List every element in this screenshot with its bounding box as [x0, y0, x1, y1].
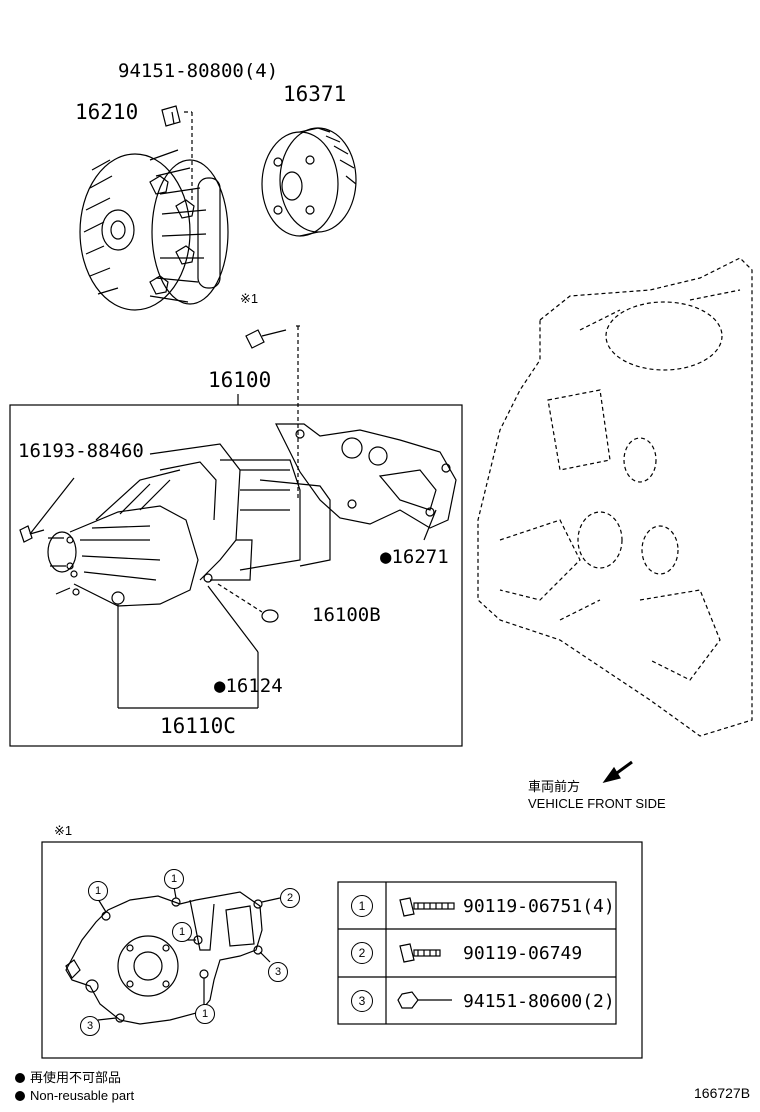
callout-3-left: 3 — [80, 1016, 100, 1036]
pump-bolt-drawing — [19, 477, 75, 543]
table-row: 1 90119-06751(4) — [338, 882, 616, 929]
detail-box — [41, 841, 643, 1059]
direction-english: VEHICLE FRONT SIDE — [528, 796, 666, 811]
bolt-icon-long — [399, 897, 455, 917]
callout-2: 2 — [280, 888, 300, 908]
detail-mark: ※1 — [54, 823, 73, 838]
table-row-number: 2 — [351, 941, 373, 964]
label-pump-sub: 16110C — [160, 714, 236, 738]
pump-assembly-box — [9, 404, 463, 747]
water-pump-drawing — [47, 443, 331, 607]
fan-bolt-drawing — [161, 105, 193, 200]
callout-3-right: 3 — [268, 962, 288, 982]
table-row: 3 94151-80600(2) — [338, 977, 616, 1024]
label-note-mark-top: ※1 — [240, 291, 259, 306]
label-gasket-small: ●16124 — [214, 675, 283, 697]
label-fan-clutch: 16210 — [75, 100, 139, 124]
label-plug: 16100B — [312, 604, 381, 626]
label-pulley: 16371 — [283, 82, 347, 106]
callout-1-mid: 1 — [172, 922, 192, 942]
diagram-id: 166727B — [694, 1085, 751, 1101]
table-row-number: 3 — [351, 989, 373, 1012]
label-bolt-fan: 94151-80800(4) — [118, 60, 279, 82]
legend-english: Non-reusable part — [30, 1088, 135, 1103]
table-row: 2 90119-06749 — [338, 929, 616, 976]
callout-1-left: 1 — [88, 881, 108, 901]
gasket-drawing — [275, 423, 457, 541]
front-direction-arrow — [602, 760, 633, 783]
table-row-part: 90119-06749 — [463, 943, 583, 964]
bolt-icon-short — [399, 943, 441, 963]
engine-block-drawing — [477, 257, 753, 737]
callout-1-top: 1 — [164, 869, 184, 889]
table-row-part: 94151-80600(2) — [463, 991, 615, 1012]
label-gasket: ●16271 — [380, 546, 449, 568]
pump-bolt-top-drawing — [245, 325, 300, 500]
nut-icon — [397, 991, 452, 1009]
direction-japanese: 車両前方 — [528, 779, 581, 794]
fan-clutch-drawing — [79, 149, 229, 311]
callout-1-bottom: 1 — [195, 1004, 215, 1024]
pump-front-view-drawing — [65, 886, 281, 1025]
table-row-part: 90119-06751(4) — [463, 896, 615, 917]
pulley-drawing — [261, 127, 357, 237]
label-water-pump-assy: 16100 — [208, 368, 272, 392]
table-row-number: 1 — [351, 894, 373, 917]
non-reusable-dot-legend — [15, 1073, 25, 1083]
fastener-table — [337, 881, 617, 1025]
non-reusable-dot-legend-2 — [15, 1091, 25, 1101]
plug-drawing — [217, 583, 279, 623]
label-bolt-pump: 16193-88460 — [18, 440, 144, 462]
legend-japanese: 再使用不可部品 — [30, 1070, 122, 1085]
